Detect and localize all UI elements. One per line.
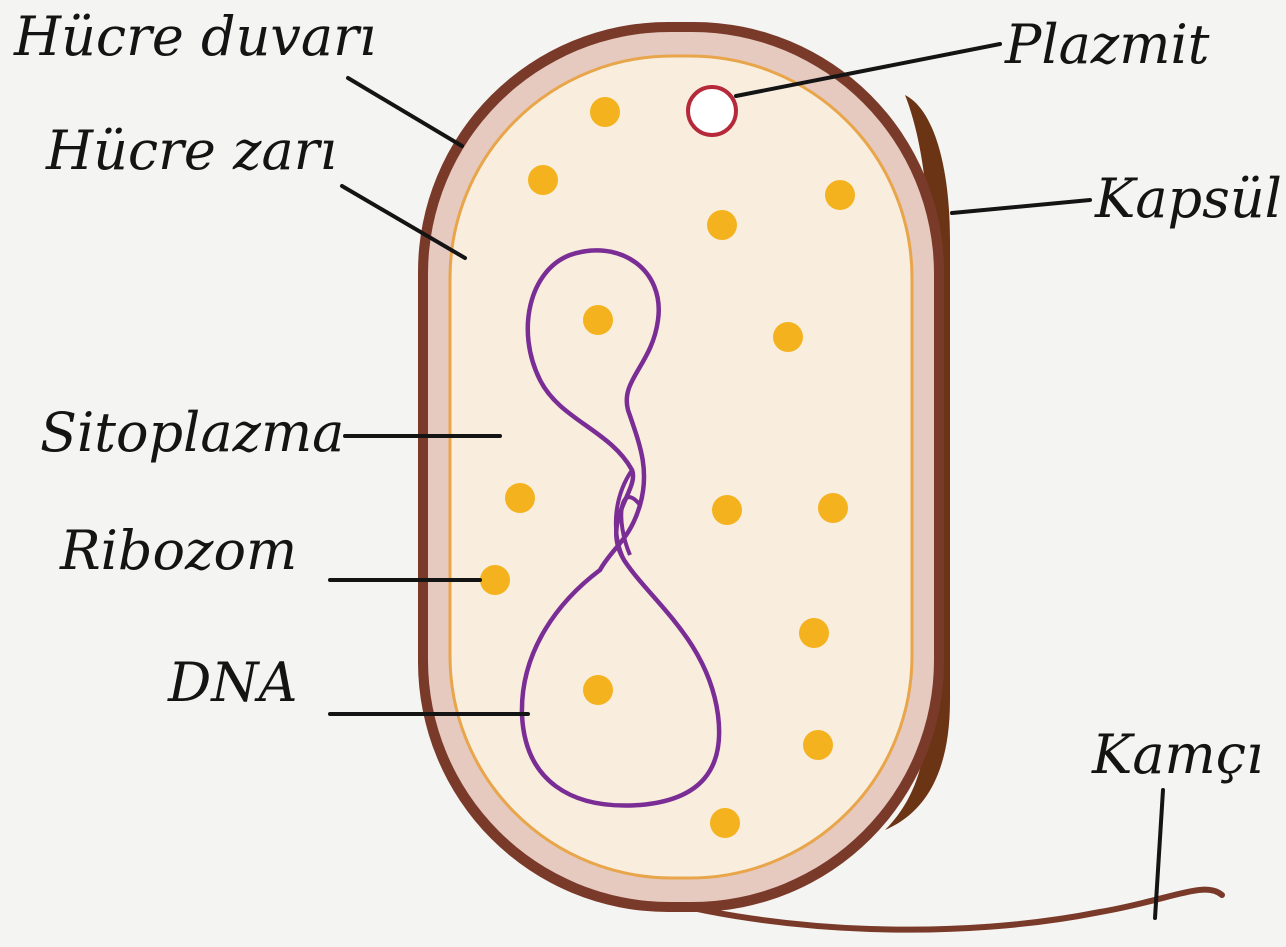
ribosome xyxy=(583,675,613,705)
ribosome xyxy=(583,305,613,335)
ribosome xyxy=(480,565,510,595)
ribosome xyxy=(799,618,829,648)
leader-line-cell-wall xyxy=(348,78,462,146)
label-flagellum: Kamçı xyxy=(1092,728,1263,782)
plasmid xyxy=(688,87,736,135)
ribosome xyxy=(825,180,855,210)
cell-membrane xyxy=(450,56,912,878)
ribosome xyxy=(528,165,558,195)
label-cell-membrane: Hücre zarı xyxy=(46,124,337,178)
leader-line-capsule xyxy=(952,200,1090,213)
label-ribosome: Ribozom xyxy=(60,524,297,578)
ribosome xyxy=(590,97,620,127)
ribosome xyxy=(818,493,848,523)
ribosome xyxy=(712,495,742,525)
ribosome xyxy=(773,322,803,352)
ribosome xyxy=(707,210,737,240)
ribosome xyxy=(710,808,740,838)
ribosome xyxy=(803,730,833,760)
label-plasmid: Plazmit xyxy=(1005,18,1209,72)
ribosome xyxy=(505,483,535,513)
label-cytoplasm: Sitoplazma xyxy=(40,406,344,460)
label-cell-wall: Hücre duvarı xyxy=(14,10,376,64)
label-capsule: Kapsül xyxy=(1095,172,1282,226)
label-dna: DNA xyxy=(168,656,298,710)
